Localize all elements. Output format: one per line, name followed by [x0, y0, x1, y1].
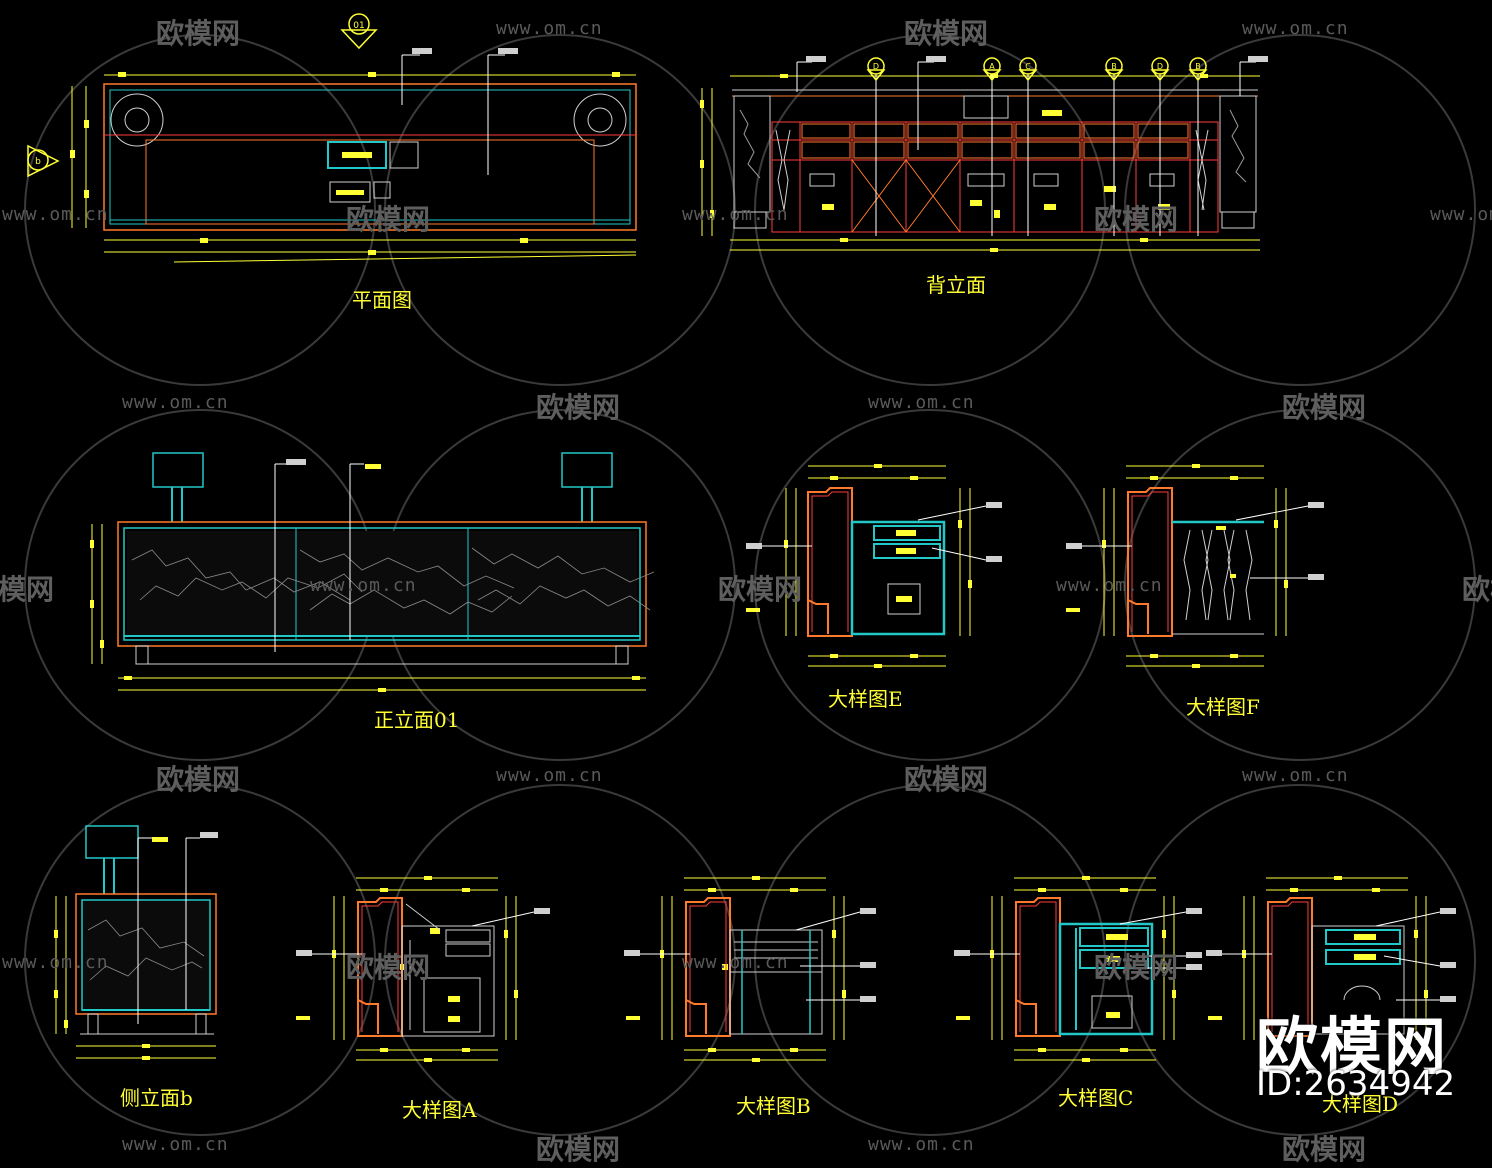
plan-view-marker-label: 01: [353, 21, 364, 31]
watermark-url: www.om.cn: [682, 952, 789, 973]
side-marker: b: [27, 144, 60, 178]
watermark-brand: 欧模网: [1462, 573, 1492, 606]
watermark-url: www.om.cn: [122, 392, 229, 413]
side-elevation-title: 侧立面b: [120, 1086, 193, 1110]
back-marker-6: B: [1195, 62, 1201, 71]
detail-a-title: 大样图A: [402, 1098, 477, 1122]
side-elevation-drawing: [54, 825, 218, 1060]
detail-e-drawing: [746, 464, 1002, 668]
detail-e-title: 大样图E: [828, 687, 903, 711]
front-elevation-title: 正立面01: [374, 708, 460, 732]
watermark-url: www.om.cn: [2, 204, 109, 225]
detail-f-drawing: [1066, 464, 1324, 668]
watermark-url: www.om.cn: [1242, 18, 1349, 39]
back-elevation-section-markers: [866, 57, 1208, 82]
watermark-url: www.om.cn: [2, 952, 109, 973]
back-marker-2: A: [989, 62, 995, 71]
watermark-brand: 欧模网: [904, 17, 989, 50]
watermark-url: www.om.cn: [868, 1134, 975, 1155]
detail-c-drawing: [954, 876, 1202, 1062]
detail-d-drawing: [1206, 876, 1456, 1040]
plan-view-marker: 01: [340, 13, 378, 50]
watermark-brand: 欧模网: [156, 763, 241, 796]
watermark-brand: 欧模网: [904, 763, 989, 796]
watermark-brand: 欧模网: [346, 203, 431, 236]
plan-view-drawing: [70, 48, 637, 263]
back-marker-4: B: [1111, 62, 1117, 71]
watermark-brand: 欧模网: [346, 951, 431, 984]
watermark-url: www.om.cn: [682, 204, 789, 225]
watermark-url: www.om.cn: [1430, 204, 1492, 225]
watermark-brand: 欧模网: [536, 391, 621, 424]
watermark-url: www.om.cn: [1056, 575, 1163, 596]
watermark-brand: 欧模网: [1094, 951, 1179, 984]
back-elevation-drawing: D A C B D B: [700, 56, 1268, 252]
front-elevation-drawing: [90, 452, 655, 692]
watermark-url: www.om.cn: [310, 575, 417, 596]
plan-view-title: 平面图: [352, 288, 412, 312]
back-marker-3: C: [1025, 62, 1031, 71]
watermark-brand: 欧模网: [536, 1133, 621, 1166]
watermark-brand: 欧模网: [1094, 203, 1179, 236]
back-marker-1: D: [873, 62, 879, 71]
detail-c-title: 大样图C: [1058, 1086, 1134, 1110]
brand-logo-text: 欧模网: [1256, 1010, 1449, 1083]
watermark-url: www.om.cn: [496, 765, 603, 786]
back-marker-5: D: [1157, 62, 1163, 71]
detail-b-drawing: [624, 876, 876, 1062]
watermark-url: www.om.cn: [122, 1134, 229, 1155]
detail-f-title: 大样图F: [1186, 695, 1260, 719]
watermark-brand: 欧模网: [0, 573, 55, 606]
detail-d-title: 大样图D: [1322, 1092, 1399, 1116]
side-marker-label: b: [35, 157, 41, 167]
back-elevation-title: 背立面: [926, 273, 986, 297]
detail-b-title: 大样图B: [736, 1094, 811, 1118]
watermark-circles: [24, 34, 1476, 1136]
watermark-brand: 欧模网: [1282, 391, 1367, 424]
watermark-brand: 欧模网: [718, 573, 803, 606]
detail-a-drawing: [296, 876, 550, 1062]
watermark-url: www.om.cn: [868, 392, 975, 413]
watermark-brand: 欧模网: [156, 17, 241, 50]
watermark-url: www.om.cn: [1242, 765, 1349, 786]
asset-id-label: ID:2634942: [1256, 1064, 1456, 1104]
watermark-brand: 欧模网: [1282, 1133, 1367, 1166]
watermark-url: www.om.cn: [496, 18, 603, 39]
